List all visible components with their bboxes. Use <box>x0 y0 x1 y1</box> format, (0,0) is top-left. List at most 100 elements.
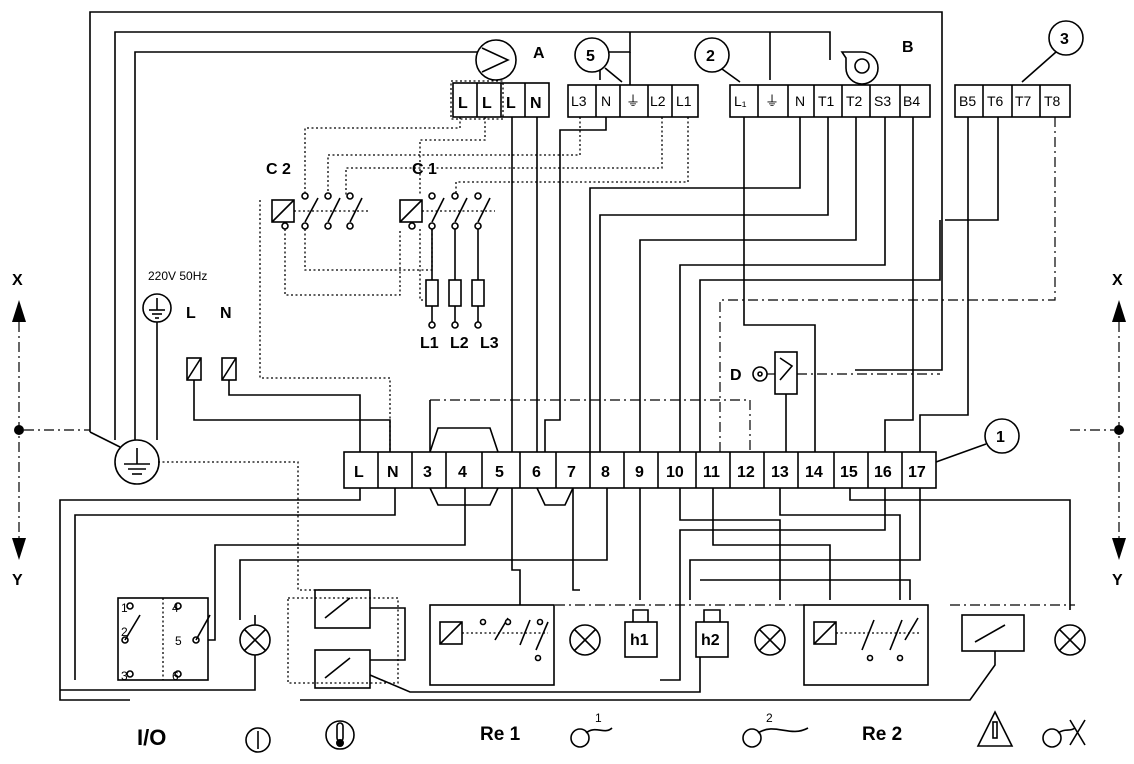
pump-term-1: L <box>458 95 468 112</box>
block3-term-1: B5 <box>959 93 976 109</box>
main-term-17: 17 <box>908 464 926 481</box>
fan-speed-1-icon: 1 <box>570 711 613 748</box>
sensor-icon <box>752 351 940 452</box>
lamp-power-icon <box>60 615 271 691</box>
block3-term-3: T7 <box>1015 93 1032 109</box>
relay-re2 <box>803 604 929 686</box>
hour-meter-h2-label: h2 <box>701 632 720 649</box>
main-term-8: 8 <box>601 464 610 481</box>
block5-term-3: ⏚ <box>626 93 640 109</box>
block2-term-2: ⏚ <box>765 93 779 109</box>
wire-l1-14 <box>743 117 816 452</box>
wire-5-l3 <box>327 117 581 195</box>
warning-thermometer-icon <box>976 710 1014 747</box>
terminal-block-3: B5 T6 T7 T8 <box>954 84 1071 118</box>
axis-x-right: X <box>1112 272 1123 289</box>
lamp-alarm-icon <box>1054 624 1086 656</box>
wire-10 <box>679 488 781 600</box>
wire-s3 <box>679 117 886 452</box>
svg-text:2: 2 <box>766 711 773 725</box>
contactor-c2 <box>271 192 370 230</box>
contactor-c1 <box>399 192 495 230</box>
legend-re1-label: Re 1 <box>480 724 521 745</box>
wire-16 <box>660 488 886 681</box>
hour-meter-h1: h1 <box>624 609 658 658</box>
axis-right: X Y <box>1070 272 1126 589</box>
callout-5-text: 5 <box>586 48 595 65</box>
wire-4-low <box>205 488 466 641</box>
main-term-9: 9 <box>635 464 644 481</box>
pump-term-2: L <box>482 95 492 112</box>
main-term-10: 10 <box>666 464 684 481</box>
main-term-2: N <box>387 464 399 481</box>
heater-out-l2: L2 <box>450 335 469 352</box>
axis-left: X Y <box>12 272 90 589</box>
main-term-15: 15 <box>840 464 858 481</box>
heater-out-l1: L1 <box>420 335 439 352</box>
main-term-12: 12 <box>737 464 755 481</box>
pump-term-3: L <box>506 95 516 112</box>
fan-wire <box>114 31 831 440</box>
c-link-wire-2 <box>304 229 433 271</box>
fan-icon <box>840 51 879 85</box>
io-contact-6: 6 <box>172 669 179 683</box>
c2-coil-wire <box>259 200 391 452</box>
io-contact-5: 5 <box>175 634 182 648</box>
main-term-3: 3 <box>423 464 432 481</box>
block3-term-4: T8 <box>1044 93 1061 109</box>
wire-t2 <box>639 117 857 452</box>
callout-3 <box>1048 20 1084 56</box>
block5-term-2: N <box>601 93 611 109</box>
main-term-1: L <box>354 464 364 481</box>
hour-meter-h2: h2 <box>695 609 729 658</box>
wire-8-lamp <box>239 488 608 620</box>
ground-icon <box>142 293 172 440</box>
jumper-6-7 <box>536 487 574 506</box>
main-terminal-block: L N 3 4 5 6 7 8 9 10 11 12 13 14 15 16 1… <box>343 451 937 489</box>
supply-line-label: L <box>186 305 196 322</box>
main-term-14: 14 <box>805 464 823 481</box>
supply-voltage: 220V 50Hz <box>148 269 207 283</box>
main-term-7: 7 <box>567 464 576 481</box>
axis-x-left: X <box>12 272 23 289</box>
block5-term-4: L2 <box>650 93 666 109</box>
relay-re1 <box>429 604 555 686</box>
terminal-block-5: L3 N ⏚ L2 L1 <box>567 84 699 118</box>
lamp-re2-icon <box>754 624 786 656</box>
main-term-5: 5 <box>495 464 504 481</box>
main-term-4: 4 <box>458 464 467 481</box>
io-switch: 1 2 3 4 5 6 <box>117 597 211 683</box>
contactor-c2-label: C 2 <box>266 161 291 178</box>
block2-term-3: N <box>795 93 805 109</box>
io-contact-3: 3 <box>121 669 128 683</box>
block5-term-5: L1 <box>676 93 692 109</box>
wire-t8 <box>719 117 1056 452</box>
thermostat-switch <box>287 589 701 693</box>
block2-term-1: L₁ <box>734 93 747 109</box>
io-contact-2: 2 <box>121 625 128 639</box>
wire-11 <box>712 488 831 600</box>
terminal-block-2: L₁ ⏚ N T1 T2 S3 B4 <box>729 84 931 118</box>
fan-speed-2-icon: 2 <box>742 711 809 748</box>
io-contact-1: 1 <box>121 601 128 615</box>
legend-re2-label: Re 2 <box>862 724 902 745</box>
pump-label: A <box>533 45 545 62</box>
pump-ground-wire <box>134 51 478 440</box>
block2-term-5: T2 <box>846 93 863 109</box>
callout-5 <box>574 37 610 73</box>
c-link-wire <box>284 229 401 296</box>
wire-b5-17 <box>919 117 969 452</box>
fan-label: B <box>902 39 914 56</box>
wire-7-lamp <box>572 488 580 591</box>
legend-io-label: I/O <box>137 725 166 750</box>
callout-1 <box>984 418 1020 454</box>
main-term-16: 16 <box>874 464 892 481</box>
main-term-13: 13 <box>771 464 789 481</box>
wire-n <box>589 117 801 452</box>
power-icon <box>245 727 271 753</box>
pump-icon <box>475 39 517 81</box>
axis-y-left: Y <box>12 572 23 589</box>
heater-out-l3: L3 <box>480 335 499 352</box>
supply-neutral-label: N <box>220 305 232 322</box>
